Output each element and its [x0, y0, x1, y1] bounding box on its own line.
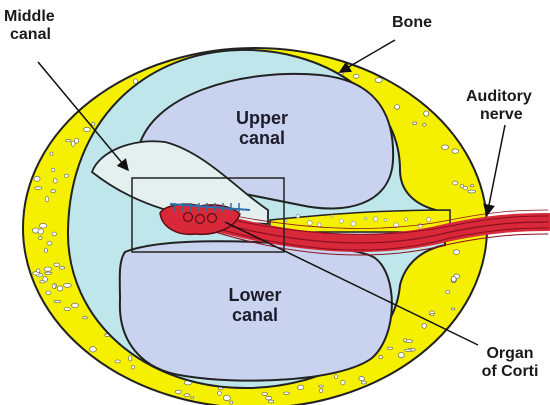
- middle-canal-label: Middle canal: [4, 8, 55, 44]
- lower-canal-label-line2: canal: [215, 305, 295, 325]
- lower-canal-label-line1: Lower: [215, 285, 295, 305]
- auditory-nerve-label-line1: Auditory: [466, 88, 532, 106]
- organ-of-corti-label: Organ of Corti: [470, 345, 550, 381]
- nerve-pointer: [487, 125, 505, 215]
- lower-canal-label: Lower canal: [215, 285, 295, 325]
- upper-canal-label-line2: canal: [222, 128, 302, 148]
- bone-pointer: [340, 40, 395, 72]
- auditory-nerve-label: Auditory nerve: [466, 88, 532, 124]
- auditory-nerve-label-line2: nerve: [466, 106, 532, 124]
- organ-of-corti-label-line1: Organ: [470, 345, 550, 363]
- bone-label-text: Bone: [392, 14, 432, 32]
- bone-label: Bone: [392, 14, 432, 32]
- upper-canal-label-line1: Upper: [222, 108, 302, 128]
- middle-canal-label-line2: canal: [4, 26, 55, 44]
- organ-of-corti-label-line2: of Corti: [470, 363, 550, 381]
- middle-canal-label-line1: Middle: [4, 8, 55, 26]
- upper-canal-label: Upper canal: [222, 108, 302, 148]
